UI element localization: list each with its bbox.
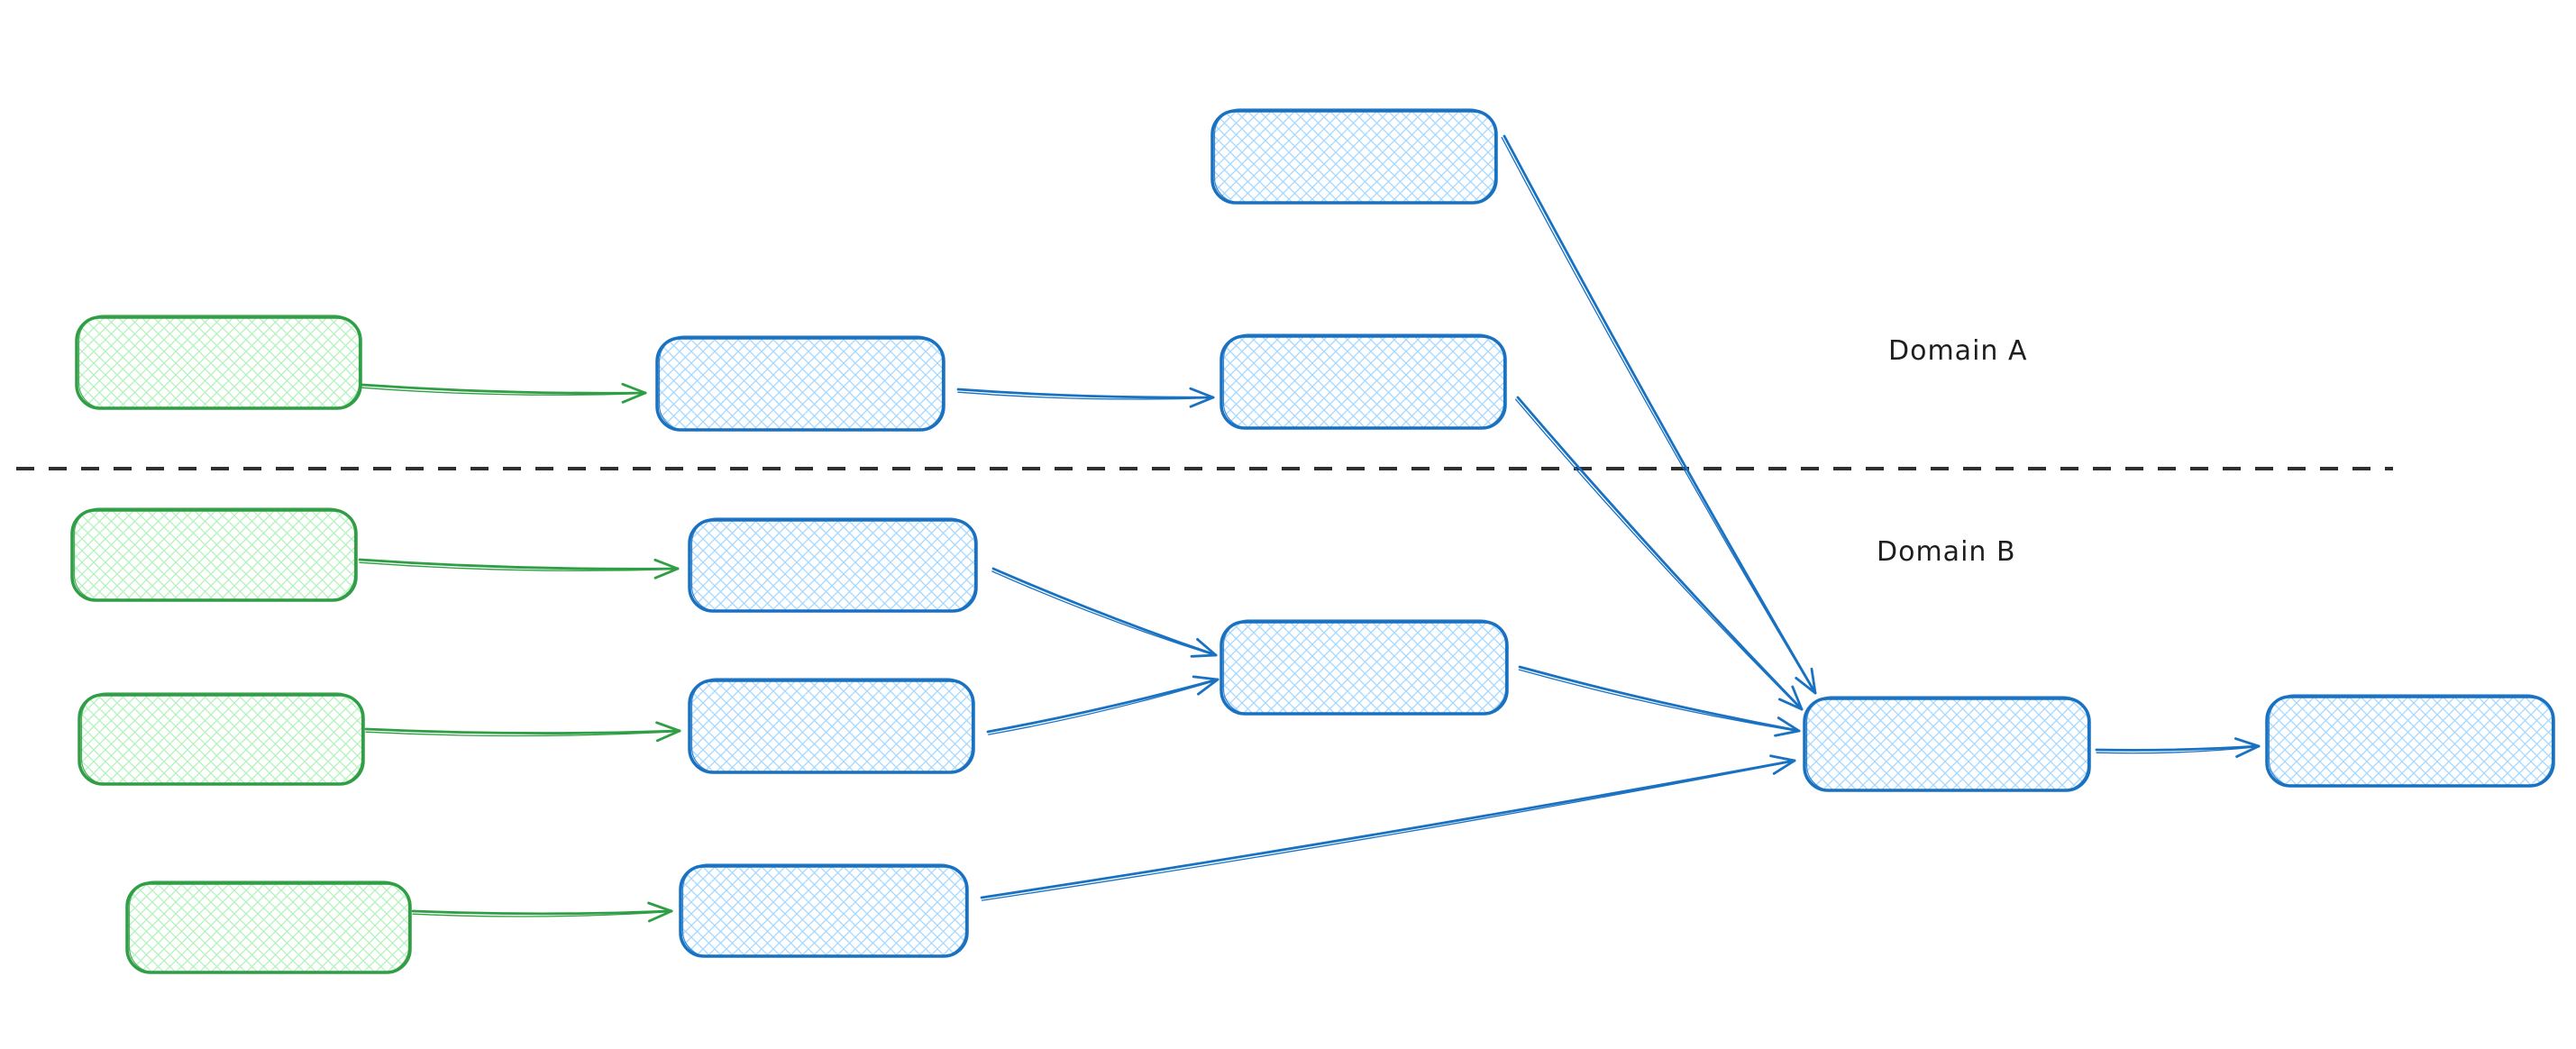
edge-green-a-to-blue-a1 — [361, 382, 647, 404]
node-green-b2 — [78, 692, 365, 786]
domain-a-label: Domain A — [1888, 335, 2028, 367]
edge-green-b1-to-blue-b1 — [358, 558, 680, 579]
domain-b-label: Domain B — [1877, 536, 2016, 568]
node-far-right — [2265, 694, 2555, 788]
edge-confluence-to-merge — [1518, 665, 1801, 737]
node-top-blue — [1210, 108, 1498, 205]
edge-green-b3-to-blue-b3 — [411, 901, 673, 923]
node-merge — [1803, 696, 2091, 792]
edge-blue-a2-to-merge — [1514, 396, 1804, 711]
node-blue-b1 — [688, 517, 978, 613]
edge-blue-b2-to-confluence — [986, 675, 1219, 735]
edge-blue-b1-to-confluence — [991, 567, 1218, 658]
edge-top-blue-to-merge — [1501, 134, 1817, 695]
node-green-a — [75, 315, 362, 410]
edge-green-b2-to-blue-b2 — [364, 721, 681, 743]
node-blue-b3 — [679, 863, 969, 958]
node-blue-b2 — [688, 678, 975, 774]
node-green-b1 — [70, 507, 358, 602]
node-confluence — [1219, 619, 1509, 716]
edge-merge-to-far-right — [2095, 737, 2261, 758]
node-blue-a1 — [655, 335, 945, 432]
edge-blue-a1-to-blue-a2 — [956, 387, 1215, 408]
node-green-b3 — [125, 880, 412, 974]
node-blue-a2 — [1219, 333, 1507, 430]
edge-blue-b3-to-merge — [980, 754, 1796, 901]
